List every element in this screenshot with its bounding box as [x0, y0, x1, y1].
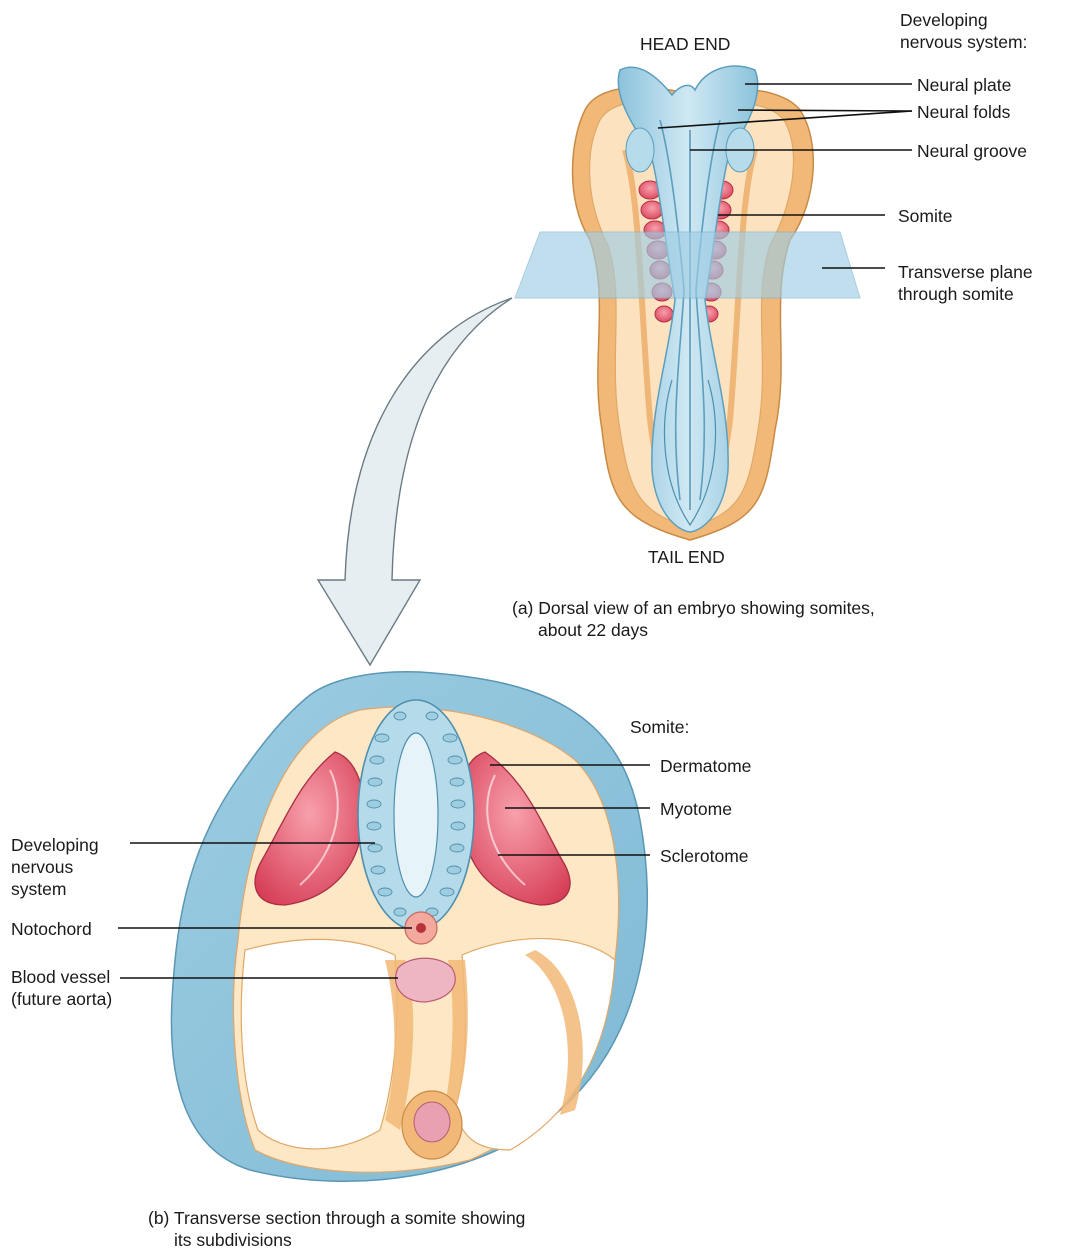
caption-b-line-1: (b) Transverse section through a somite … [148, 1208, 525, 1228]
blood-vessel-label: Blood vessel (future aorta) [11, 966, 112, 1010]
transverse-plane-line-1: Transverse plane [898, 261, 1033, 283]
notochord-label: Notochord [11, 918, 92, 940]
transverse-plane-line-2: through somite [898, 283, 1033, 305]
heading-line-2: nervous system: [900, 31, 1027, 53]
neural-plate-label: Neural plate [917, 74, 1011, 96]
caption-a-line-1: (a) Dorsal view of an embryo showing som… [512, 598, 875, 618]
transverse-plane-label: Transverse plane through somite [898, 261, 1033, 305]
caption-b: (b) Transverse section through a somite … [148, 1207, 525, 1251]
embryo-dorsal-view [515, 66, 860, 540]
dns-line-3: system [11, 878, 99, 900]
developing-nervous-system-label: Developing nervous system [11, 834, 99, 900]
dns-line-1: Developing [11, 834, 99, 856]
caption-b-line-2: its subdivisions [148, 1229, 525, 1251]
section-arrow [318, 298, 512, 665]
blood-vessel-line-1: Blood vessel [11, 966, 112, 988]
head-end-label: HEAD END [640, 33, 730, 55]
sclerotome-label: Sclerotome [660, 845, 749, 867]
neural-folds-label: Neural folds [917, 101, 1010, 123]
transverse-plane [515, 232, 860, 298]
developing-nervous-system-heading: Developing nervous system: [900, 9, 1027, 53]
dermatome-label: Dermatome [660, 755, 751, 777]
myotome-label: Myotome [660, 798, 732, 820]
caption-a: (a) Dorsal view of an embryo showing som… [512, 597, 875, 641]
blood-vessel [396, 958, 456, 1002]
dns-line-2: nervous [11, 856, 99, 878]
neural-tube [358, 700, 474, 930]
somite-label: Somite [898, 205, 952, 227]
heading-line-1: Developing [900, 9, 1027, 31]
transverse-section [171, 672, 647, 1182]
neural-groove-label: Neural groove [917, 140, 1027, 162]
tail-end-label: TAIL END [648, 546, 725, 568]
somite-heading: Somite: [630, 716, 689, 738]
caption-a-line-2: about 22 days [512, 619, 875, 641]
left-cavity [241, 939, 397, 1149]
blood-vessel-line-2: (future aorta) [11, 988, 112, 1010]
right-cavity [455, 939, 615, 1150]
